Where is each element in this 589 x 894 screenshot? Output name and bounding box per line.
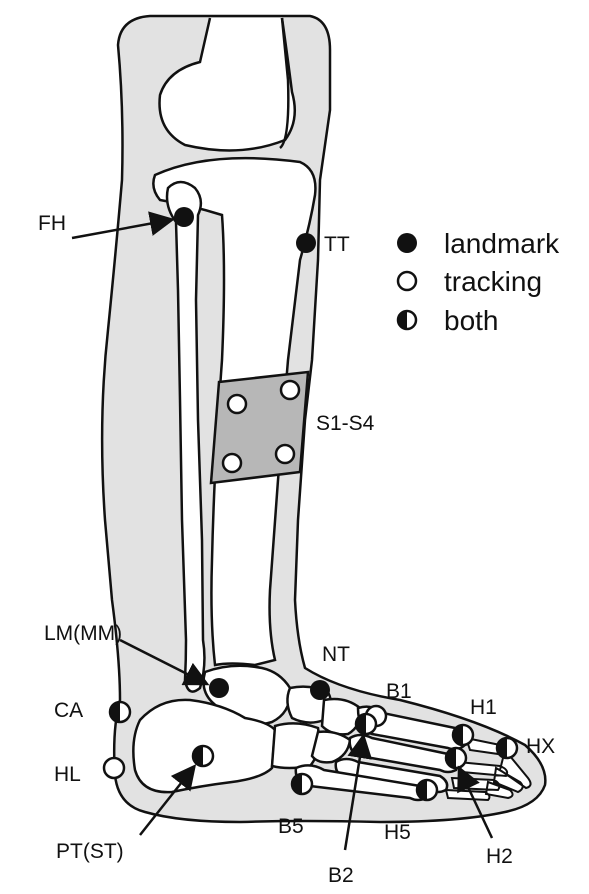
marker-hx (497, 738, 517, 758)
legend-landmark-icon (397, 233, 417, 253)
legend: landmark tracking both (397, 228, 560, 336)
label-tt: TT (324, 233, 350, 256)
label-b5: B5 (278, 815, 304, 838)
marker-pt (193, 746, 213, 766)
legend-both-icon (398, 311, 416, 329)
marker-b2 (356, 714, 376, 734)
marker-tt (296, 233, 316, 253)
marker-s2 (281, 381, 299, 399)
marker-ca (110, 702, 130, 722)
marker-h2 (446, 748, 466, 768)
label-b2: B2 (328, 864, 354, 887)
marker-s3 (223, 454, 241, 472)
legend-tracking-label: tracking (444, 266, 542, 297)
label-fh: FH (38, 212, 66, 235)
legend-both-label: both (444, 305, 499, 336)
marker-h5 (417, 780, 437, 800)
marker-hl (104, 758, 124, 778)
marker-nt (310, 680, 330, 700)
label-hl: HL (54, 763, 81, 786)
legend-tracking-icon (398, 272, 416, 290)
marker-h1 (453, 725, 473, 745)
label-hx: HX (526, 735, 555, 758)
cuboid-bone (272, 723, 319, 768)
cuneiform-bone (322, 699, 360, 734)
label-ca: CA (54, 699, 83, 722)
label-h5: H5 (384, 821, 411, 844)
legend-landmark-label: landmark (444, 228, 560, 259)
label-h1: H1 (470, 696, 497, 719)
marker-s4 (276, 445, 294, 463)
label-nt: NT (322, 643, 350, 666)
label-b1: B1 (386, 680, 412, 703)
marker-lm (209, 678, 229, 698)
label-s1s4: S1-S4 (316, 412, 375, 435)
marker-b5 (292, 774, 312, 794)
label-h2: H2 (486, 845, 513, 868)
label-ptst: PT(ST) (56, 840, 124, 863)
marker-s1 (228, 395, 246, 413)
marker-fh (174, 207, 194, 227)
label-lmmm: LM(MM) (44, 622, 122, 645)
